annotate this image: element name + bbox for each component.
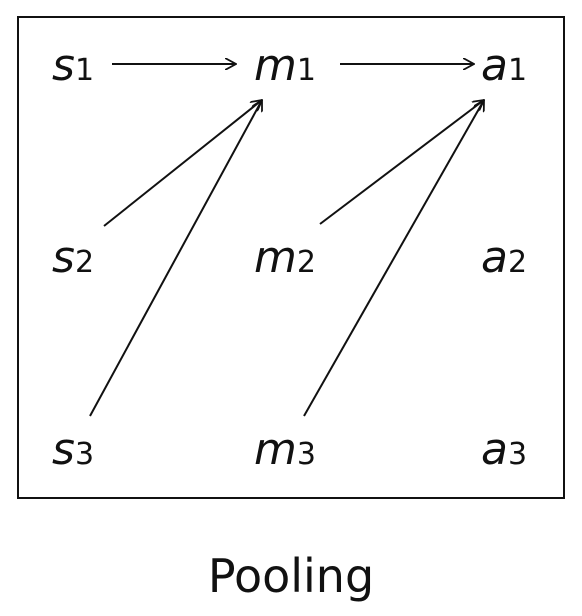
node-a3-sub: 3 bbox=[508, 437, 527, 472]
node-a1: a1 bbox=[481, 40, 527, 91]
node-m3-sub: 3 bbox=[297, 437, 316, 472]
edge-s3-m1 bbox=[89, 100, 262, 417]
node-a2-sub: 2 bbox=[508, 245, 527, 280]
node-s2: s2 bbox=[52, 232, 94, 283]
node-s2-base: s bbox=[52, 232, 75, 283]
node-a2: a2 bbox=[481, 232, 527, 283]
node-a3-base: a bbox=[481, 424, 508, 475]
node-s1: s1 bbox=[52, 40, 94, 91]
node-m1-sub: 1 bbox=[297, 53, 316, 88]
edge-s2-m1 bbox=[103, 100, 262, 227]
diagram-caption: Pooling bbox=[208, 549, 374, 603]
node-s2-sub: 2 bbox=[75, 245, 94, 280]
edge-m3-a1 bbox=[303, 100, 484, 417]
node-a2-base: a bbox=[481, 232, 508, 283]
diagram-frame bbox=[17, 16, 565, 499]
edge-m2-a1 bbox=[319, 100, 484, 225]
edges-group bbox=[89, 64, 484, 417]
node-s3-base: s bbox=[52, 424, 75, 475]
node-m2: m2 bbox=[254, 232, 316, 283]
node-s1-base: s bbox=[52, 40, 75, 91]
node-s3: s3 bbox=[52, 424, 94, 475]
node-m1: m1 bbox=[254, 40, 316, 91]
node-s3-sub: 3 bbox=[75, 437, 94, 472]
node-s1-sub: 1 bbox=[75, 53, 94, 88]
node-m2-sub: 2 bbox=[297, 245, 316, 280]
node-m3: m3 bbox=[254, 424, 316, 475]
node-m1-base: m bbox=[254, 40, 297, 91]
node-a1-sub: 1 bbox=[508, 53, 527, 88]
node-m2-base: m bbox=[254, 232, 297, 283]
node-a3: a3 bbox=[481, 424, 527, 475]
node-m3-base: m bbox=[254, 424, 297, 475]
node-a1-base: a bbox=[481, 40, 508, 91]
